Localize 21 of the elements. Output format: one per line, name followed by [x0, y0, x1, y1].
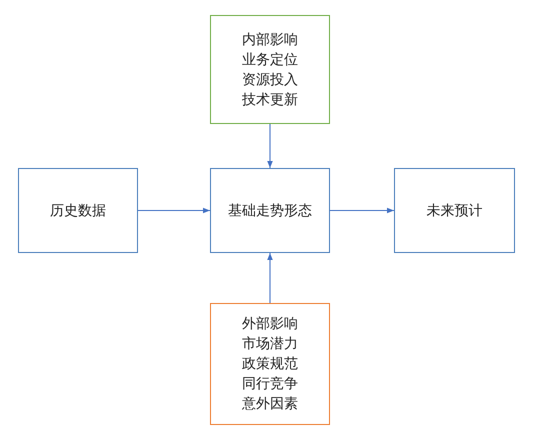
arrow — [330, 208, 394, 214]
text-box — [210, 15, 330, 124]
text-box — [210, 303, 330, 425]
box-text: 未来预计 — [426, 202, 482, 220]
box-text: 基础走势形态 — [228, 202, 312, 220]
arrow — [267, 252, 273, 304]
box-text: 资源投入 — [242, 70, 298, 90]
text-box — [18, 168, 138, 253]
arrow — [138, 208, 210, 214]
box-text: 内部影响 — [242, 30, 298, 50]
text-box — [210, 168, 330, 253]
box-text: 意外因素 — [242, 395, 298, 414]
box-text: 政策规范 — [242, 355, 298, 374]
box-text: 市场潜力 — [242, 335, 298, 354]
box-text: 业务定位 — [242, 50, 298, 70]
box-text: 历史数据 — [50, 202, 106, 220]
box-text: 外部影响 — [242, 315, 298, 334]
text-box — [394, 168, 515, 253]
box-text: 技术更新 — [242, 90, 298, 110]
arrow — [267, 124, 273, 168]
box-text: 同行竞争 — [242, 375, 298, 394]
